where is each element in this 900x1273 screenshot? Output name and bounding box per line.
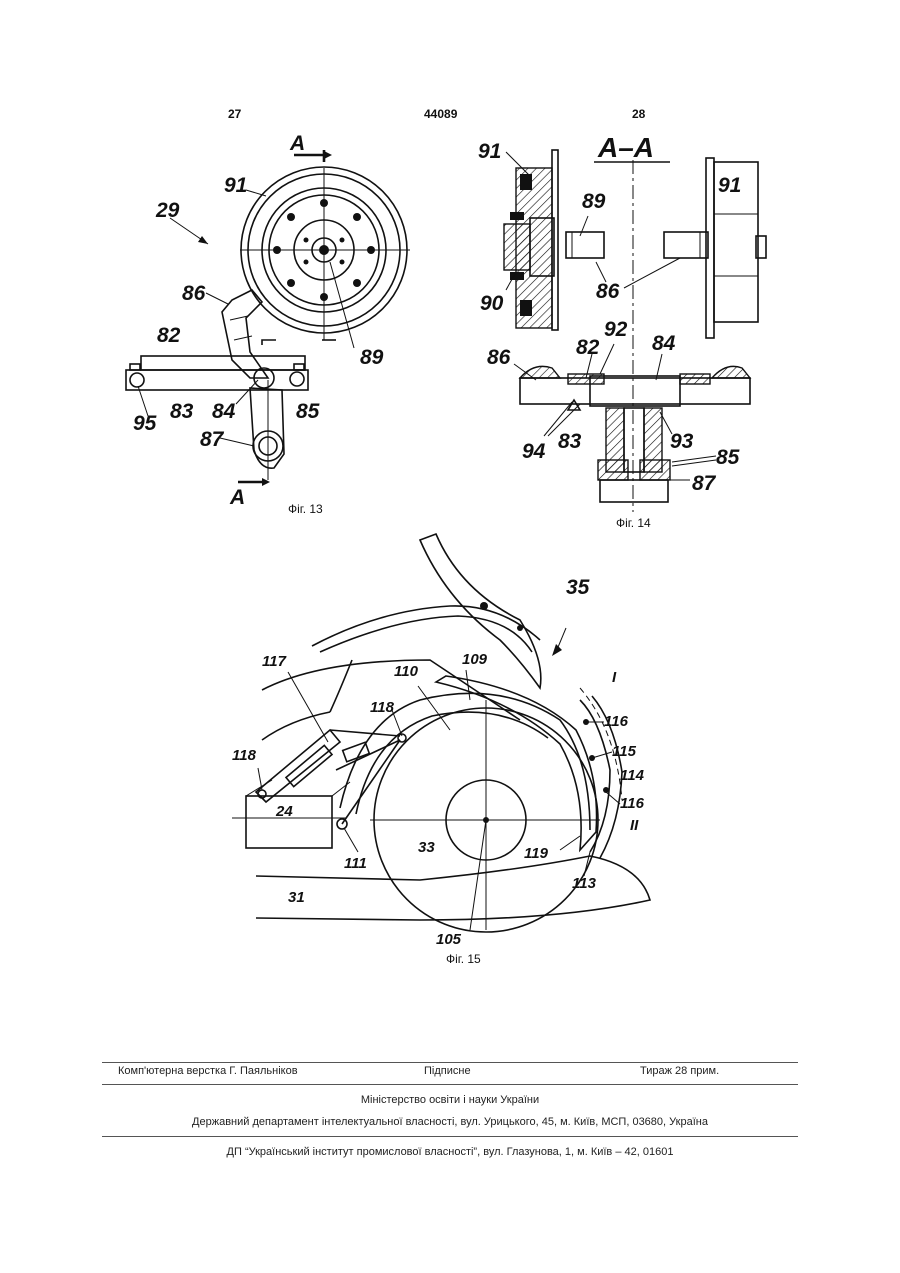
label-87: 87 [200,428,225,451]
label-105: 105 [436,931,462,948]
label-92: 92 [604,318,628,341]
label-91b: 91 [718,174,741,197]
label-82: 82 [157,324,181,347]
footer-department: Державний департамент інтелектуальної вл… [0,1116,900,1128]
label-83: 83 [558,430,582,453]
figure-15: 35 117 110 109 I 118 116 118 115 114 116… [232,534,650,948]
label-95: 95 [133,412,157,435]
label-roman-II: II [630,817,639,834]
label-93: 93 [670,430,694,453]
label-roman-I: I [612,669,617,686]
label-116b: 116 [620,795,645,812]
label-115: 115 [612,743,637,760]
fig13-caption: Фіг. 13 [288,502,323,516]
label-111: 111 [344,855,367,872]
footer-rule-1 [102,1062,798,1063]
label-119: 119 [524,845,549,862]
section-mark-top: А [289,132,305,155]
footer-rule-2 [102,1084,798,1085]
label-84: 84 [652,332,676,355]
label-29: 29 [155,199,180,222]
label-86b: 86 [487,346,511,369]
footer-institute: ДП “Український інститут промислової вла… [0,1146,900,1158]
label-86a: 86 [596,280,620,303]
label-109: 109 [462,651,488,668]
footer-rule-3 [102,1136,798,1137]
label-33: 33 [418,839,435,856]
label-87: 87 [692,472,717,495]
label-114: 114 [620,767,645,784]
label-85: 85 [716,446,740,469]
label-94: 94 [522,440,546,463]
label-91: 91 [224,174,247,197]
label-91a: 91 [478,140,501,163]
drawings-sheet: 29 91 86 82 83 84 85 87 89 95 А А А–А [0,0,900,1000]
label-118b: 118 [232,747,257,764]
label-117: 117 [262,653,287,670]
footer-layout: Комп'ютерна верстка Г. Паяльніков [118,1065,298,1077]
footer-ministry: Міністерство освіти і науки України [0,1094,900,1106]
label-86: 86 [182,282,206,305]
label-116a: 116 [604,713,629,730]
label-82: 82 [576,336,600,359]
label-118a: 118 [370,699,395,716]
footer-circulation: Тираж 28 прим. [640,1065,719,1077]
label-83: 83 [170,400,194,423]
label-84: 84 [212,400,236,423]
label-110: 110 [394,663,419,680]
label-89: 89 [582,190,606,213]
section-mark-bottom: А [229,486,245,509]
fig14-caption: Фіг. 14 [616,516,651,530]
figure-14: А–А [478,132,766,512]
fig14-title: А–А [597,132,654,163]
fig15-caption: Фіг. 15 [446,952,481,966]
label-113: 113 [572,875,597,892]
label-35: 35 [566,576,590,599]
label-85: 85 [296,400,320,423]
footer-signed: Підписне [424,1065,471,1077]
figure-13: 29 91 86 82 83 84 85 87 89 95 А А [126,132,410,509]
label-90: 90 [480,292,504,315]
label-24: 24 [275,803,293,820]
label-31: 31 [288,889,305,906]
label-89: 89 [360,346,384,369]
